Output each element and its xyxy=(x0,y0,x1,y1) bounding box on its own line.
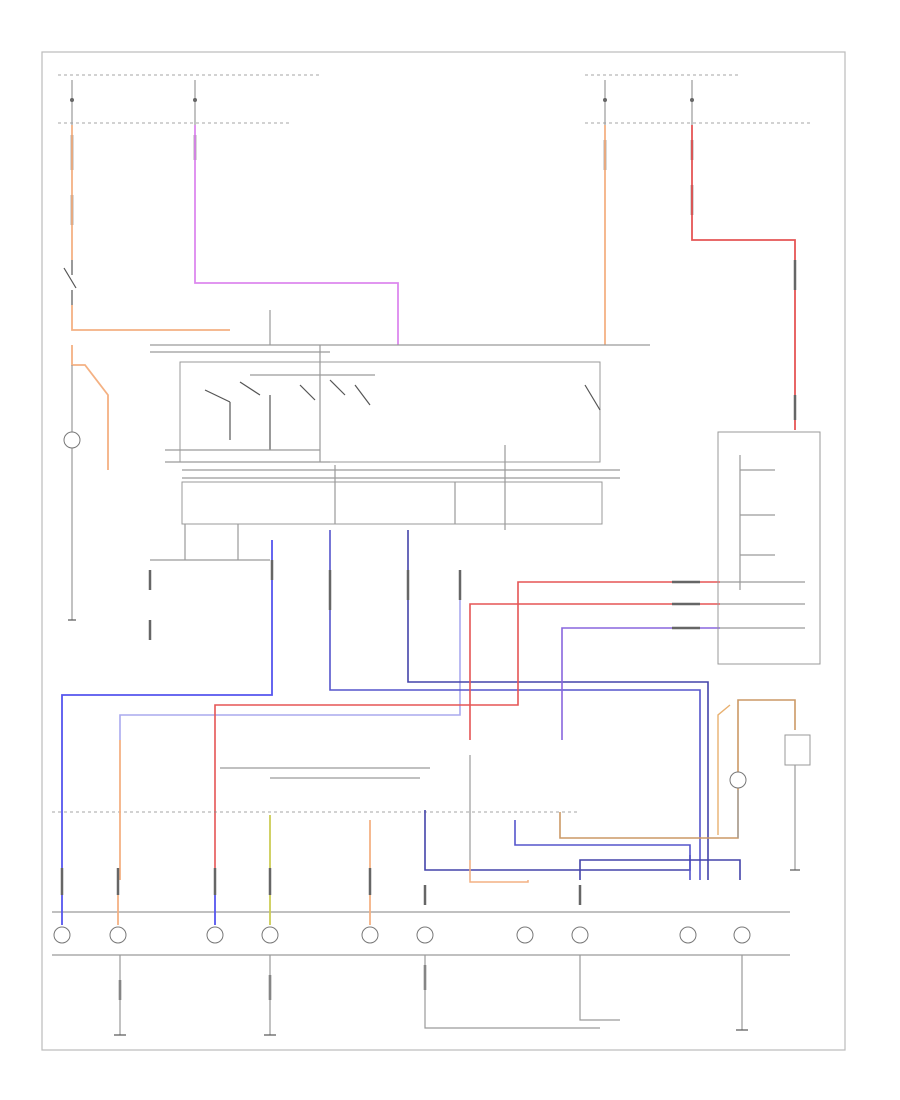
wire-tan-2 xyxy=(717,704,731,835)
wire-tan xyxy=(559,699,796,839)
fuse-left-1 xyxy=(70,80,74,125)
relay-icon xyxy=(784,734,811,766)
connector-icon xyxy=(672,580,700,630)
wire-orange-flasher xyxy=(71,345,109,470)
fuse-left-2 xyxy=(193,80,197,125)
bulb-icon xyxy=(361,926,379,944)
wire-navy-2 xyxy=(407,530,709,880)
wire-red-mid xyxy=(214,581,720,880)
connector-icon xyxy=(60,868,582,1000)
ground-return-3 xyxy=(424,955,600,1029)
bulb-icon xyxy=(63,431,81,449)
bulb-icon xyxy=(206,926,224,944)
terminal-strip xyxy=(181,481,603,525)
bulb-icon xyxy=(679,926,697,944)
fuse-right-1 xyxy=(603,80,607,125)
wire-pink xyxy=(194,125,399,345)
bulb-icon xyxy=(53,926,71,944)
bulb-icon xyxy=(261,926,279,944)
ground-icon xyxy=(114,869,800,1036)
connector-icon xyxy=(148,560,462,640)
wire-lavender xyxy=(119,595,461,740)
bulb-icon xyxy=(416,926,434,944)
bulb-icon xyxy=(733,926,751,944)
wire-blue-left xyxy=(61,540,273,880)
switch-contact-icon xyxy=(63,260,77,305)
wire-navy-low-2 xyxy=(514,820,691,880)
wire-violet xyxy=(561,627,720,740)
bulb-icon xyxy=(516,926,534,944)
switch-contact-icon xyxy=(204,379,601,450)
ground-return-4 xyxy=(579,955,620,1021)
connector-icon xyxy=(70,135,694,225)
wire-orange-low-3 xyxy=(469,860,529,883)
bulb-icon xyxy=(571,926,589,944)
wire-navy-low xyxy=(424,810,691,871)
dimmer-switch xyxy=(717,431,821,665)
diagram-frame xyxy=(41,51,846,1051)
fuse-right-2 xyxy=(690,80,694,125)
wire-orange-hazard xyxy=(71,305,230,331)
wire-red-top xyxy=(691,125,796,430)
wire-red-mid-2 xyxy=(469,603,720,740)
bulb-icon xyxy=(729,771,747,789)
bulb-row xyxy=(53,926,751,944)
hazard-switch-module xyxy=(179,361,601,463)
bulb-icon xyxy=(109,926,127,944)
wire-navy-low-3 xyxy=(579,859,741,880)
